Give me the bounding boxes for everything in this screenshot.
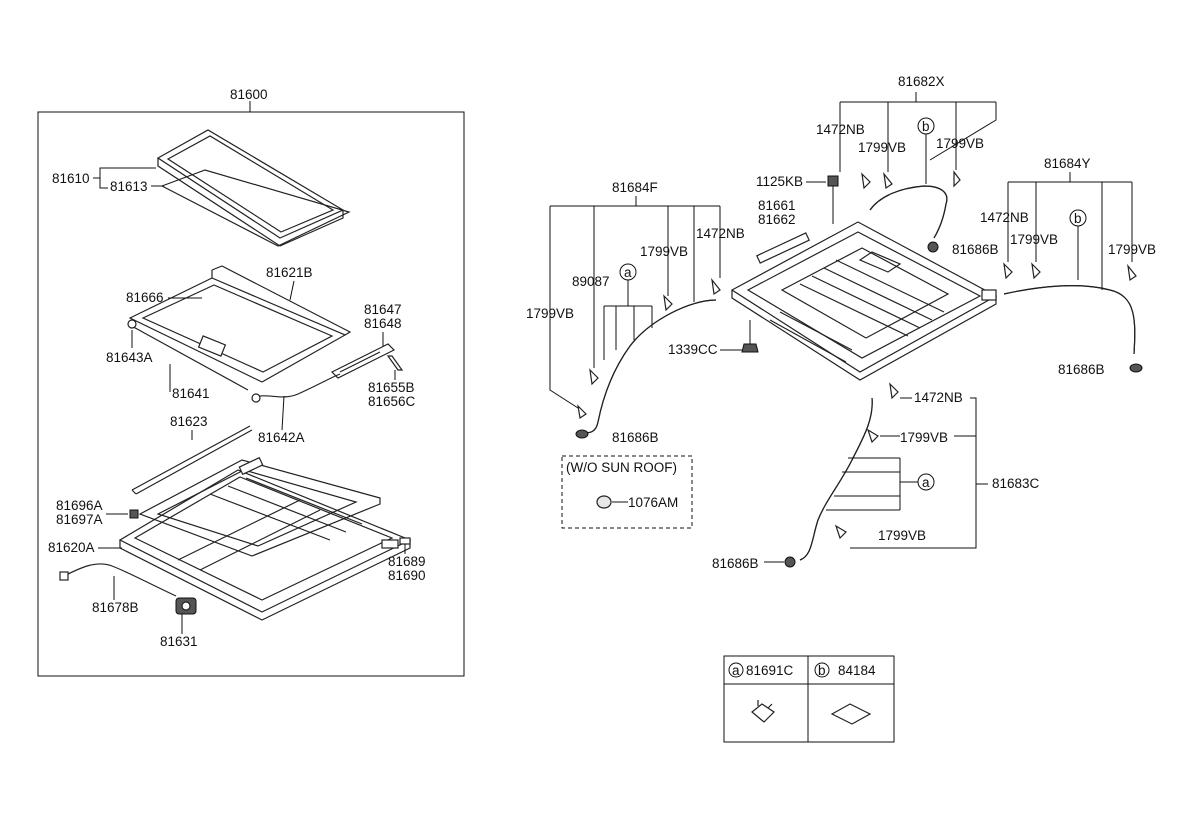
label-1799VB-top1: 1799VB	[858, 140, 906, 155]
label-81689: 81689	[388, 554, 426, 569]
label-81697A: 81697A	[56, 512, 103, 527]
label-81620A: 81620A	[48, 540, 95, 555]
wo-sunroof-box: (W/O SUN ROOF) 1076AM	[561, 455, 693, 529]
label-81656C: 81656C	[368, 394, 416, 409]
guide-rail-81647	[330, 343, 404, 379]
roof-frame-body	[730, 221, 998, 381]
label-81662: 81662	[758, 212, 796, 227]
label-1472NB-bot: 1472NB	[914, 390, 963, 405]
marker-b-top: b	[922, 119, 930, 134]
label-81647: 81647	[364, 302, 402, 317]
label-1076AM: 1076AM	[628, 495, 678, 510]
right-assembly: 81682X 1472NB 1799VB 1799VB b 1125KB 816…	[526, 74, 1156, 571]
legend-b-part: 84184	[838, 663, 876, 678]
label-81684F: 81684F	[612, 180, 658, 195]
marker-a-bot: a	[922, 475, 930, 490]
sunshade-81666	[127, 265, 352, 391]
label-81642A: 81642A	[258, 430, 305, 445]
label-81631: 81631	[160, 634, 198, 649]
legend-b-marker: b	[818, 663, 826, 678]
label-81696A: 81696A	[56, 498, 103, 513]
glass-panel-81610	[156, 129, 351, 247]
label-81682X: 81682X	[898, 74, 945, 89]
marker-a-left: a	[624, 265, 632, 280]
label-89087: 89087	[572, 274, 610, 289]
label-81610: 81610	[52, 171, 90, 186]
label-81686B-left: 81686B	[612, 430, 659, 445]
label-1799VB-right2: 1799VB	[1108, 242, 1156, 257]
label-1799VB-right1: 1799VB	[1010, 232, 1058, 247]
marker-b-right: b	[1074, 211, 1082, 226]
label-81641: 81641	[172, 386, 210, 401]
legend-a-marker: a	[732, 663, 740, 678]
label-1472NB-top: 1472NB	[816, 122, 865, 137]
label-1799VB-left1: 1799VB	[640, 244, 688, 259]
label-1799VB-top2: 1799VB	[936, 136, 984, 151]
label-81686B-top: 81686B	[952, 242, 999, 257]
left-assembly: 81600 81610 81613 81621B 81666 81643A	[37, 87, 465, 677]
label-81686B-right: 81686B	[1058, 362, 1105, 377]
label-1472NB-right: 1472NB	[980, 210, 1029, 225]
label-1125KB: 1125KB	[756, 174, 803, 189]
label-81621B: 81621B	[266, 265, 313, 280]
legend-a-part: 81691C	[746, 663, 794, 678]
label-1799VB-bot1: 1799VB	[900, 430, 948, 445]
label-81655B: 81655B	[368, 380, 415, 395]
label-81686B-bot: 81686B	[712, 556, 759, 571]
label-wo-sunroof: (W/O SUN ROOF)	[566, 460, 677, 475]
label-1799VB-left2: 1799VB	[526, 306, 574, 321]
label-1472NB-left: 1472NB	[696, 226, 745, 241]
clip-icon	[751, 700, 775, 723]
label-1799VB-bot2: 1799VB	[878, 528, 926, 543]
pad-icon	[830, 703, 872, 725]
label-81678B: 81678B	[92, 600, 139, 615]
label-81648: 81648	[364, 316, 402, 331]
label-81623: 81623	[170, 414, 208, 429]
label-81613: 81613	[110, 179, 148, 194]
sunroof-motor-81631	[175, 597, 197, 615]
label-81690: 81690	[388, 568, 426, 583]
assembly-81600-frame	[37, 111, 465, 677]
label-81643A: 81643A	[106, 350, 153, 365]
sunroof-frame-81620A	[118, 456, 412, 621]
label-81683C: 81683C	[992, 476, 1040, 491]
label-1339CC: 1339CC	[668, 342, 718, 357]
legend-table: a 81691C b 84184	[723, 655, 895, 743]
label-81666: 81666	[126, 290, 164, 305]
label-81600: 81600	[230, 87, 268, 102]
label-81661: 81661	[758, 198, 796, 213]
label-81684Y: 81684Y	[1044, 156, 1091, 171]
